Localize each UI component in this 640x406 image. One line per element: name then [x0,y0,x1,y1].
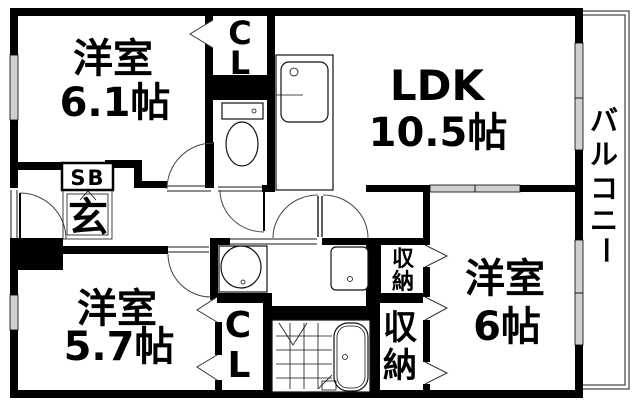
svg-text:C: C [225,305,251,346]
bath-folding-door-marker [278,322,308,346]
label-closet-bottom: C L [225,305,251,386]
outer-walls [10,8,583,398]
interior-walls [10,8,575,390]
svg-text:収: 収 [392,247,415,272]
step-up-mark [79,190,97,201]
label-room57-size: 5.7帖 [64,324,175,370]
folding-door-markers [189,19,449,385]
door-arc-toilet [219,189,265,233]
vanity-basin [218,245,268,293]
label-shoe-box: SB [70,166,105,190]
genkan-tile [62,189,113,240]
window-ldk-balcony [574,42,584,151]
door-arc-room61 [166,142,214,190]
svg-text:C: C [228,14,251,52]
storage-large-door-marker-2 [424,361,449,385]
label-room6-size: 6帖 [473,304,541,350]
window-room57-west [9,294,19,331]
storage-small-door-marker [424,244,449,268]
toilet [221,102,264,167]
bath-tile-floor [276,323,333,390]
label-ldk-name: LDK [390,61,486,110]
svg-text:ニ: ニ [590,204,618,237]
balcony [583,10,630,390]
label-room57-name: 洋室 [77,286,157,332]
closet-bottom-door-marker-1 [196,296,218,323]
label-balcony: バ ル コ ニ ー [589,104,622,264]
label-entrance: 玄 [68,195,108,241]
label-storage-large: 収 納 [383,308,417,386]
kitchen-sink [275,54,334,191]
svg-text:L: L [230,44,250,82]
label-room61-size: 6.1帖 [60,80,171,126]
label-room6-name: 洋室 [465,256,545,302]
closet-top-door-marker [189,19,214,49]
label-closet-top: C L [228,14,251,82]
svg-text:バ: バ [590,104,618,137]
closet-bottom-door-marker-2 [196,354,218,381]
room-labels: 洋室 6.1帖 LDK 10.5帖 洋室 5.7帖 洋室 6帖 玄 SB バ ル… [60,14,622,386]
window-room61-west [9,54,19,121]
washing-machine-pan [330,246,369,291]
svg-text:ル: ル [590,138,618,171]
svg-text:納: 納 [383,346,417,386]
bathroom [271,319,371,393]
label-storage-small: 収 納 [392,247,415,295]
door-arc-hall-west [272,194,319,239]
door-arc-room57 [167,253,212,298]
svg-text:ー: ー [589,236,622,264]
label-room61-name: 洋室 [73,36,153,82]
svg-text:収: 収 [383,308,417,348]
svg-text:L: L [228,345,251,386]
doors [19,142,369,298]
door-openings [10,185,317,253]
bathtub [321,322,369,392]
door-arc-entrance [19,192,67,240]
label-ldk-size: 10.5帖 [369,110,508,156]
door-arc-hall-east [322,194,369,239]
entrance-area [60,161,115,240]
shoe-box [60,161,115,192]
svg-text:コ: コ [590,172,618,205]
svg-text:納: 納 [392,269,414,295]
storage-large-door-marker-1 [424,296,449,321]
